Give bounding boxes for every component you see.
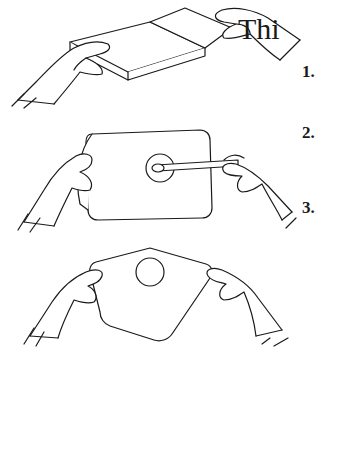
line-art	[24, 222, 54, 226]
step-number: 2.	[302, 124, 315, 141]
line-art	[128, 48, 205, 80]
line-art	[256, 330, 282, 336]
line-art	[18, 42, 110, 104]
step-one-drawing	[12, 8, 300, 108]
line-art	[207, 268, 282, 336]
line-art	[286, 218, 296, 228]
step-number: 1.	[302, 63, 315, 80]
line-art	[18, 214, 40, 232]
line-art	[18, 100, 54, 104]
line-art	[136, 258, 164, 286]
heading-text: Thi	[238, 14, 280, 44]
line-art	[152, 164, 164, 172]
line-art	[224, 155, 244, 160]
step-number: 3.	[302, 199, 315, 216]
line-art	[282, 212, 292, 220]
line-art	[280, 40, 300, 60]
line-art	[74, 58, 86, 70]
line-art	[223, 163, 292, 220]
line-art	[215, 8, 300, 60]
line-art	[86, 130, 212, 220]
line-art	[262, 338, 288, 346]
line-art	[30, 270, 102, 338]
line-art	[12, 94, 36, 108]
line-art	[24, 154, 92, 226]
line-art	[30, 336, 58, 338]
line-art	[90, 248, 212, 341]
line-art	[24, 328, 44, 346]
step-three-drawing	[24, 248, 288, 346]
step-two-drawing	[18, 130, 296, 232]
